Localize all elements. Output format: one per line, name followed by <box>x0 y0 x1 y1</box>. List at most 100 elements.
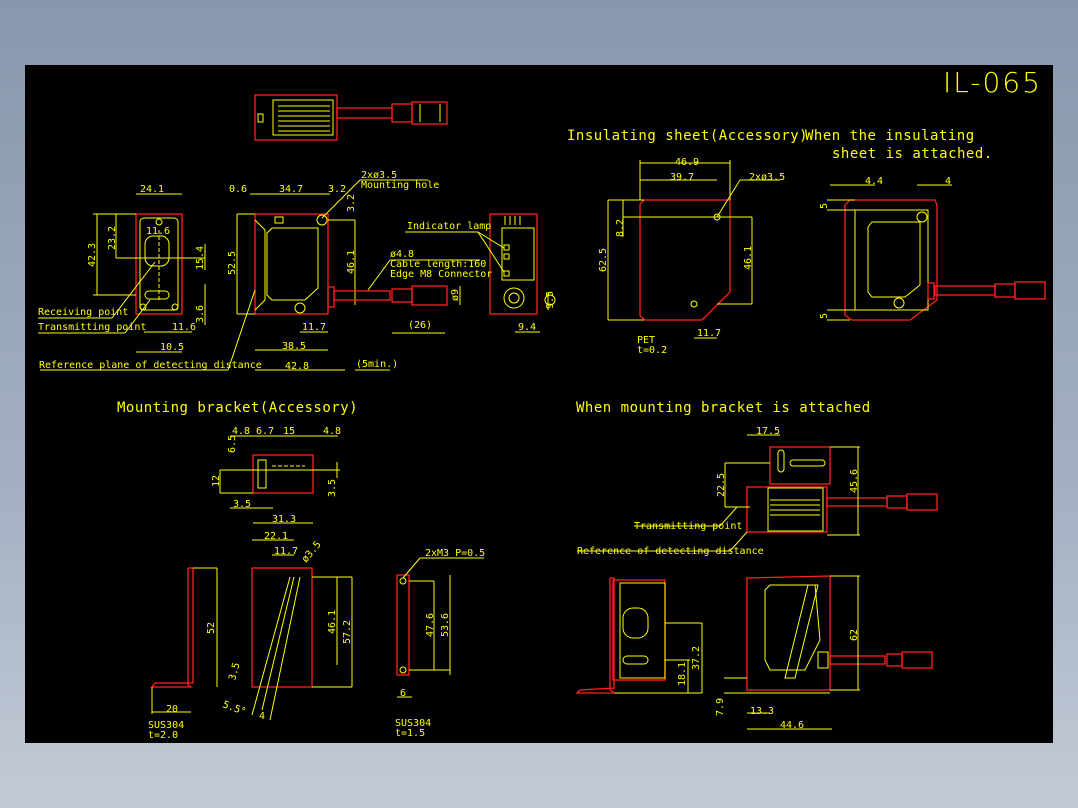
dimension: 11.6 <box>172 322 196 333</box>
dimension: 3.2 <box>328 184 346 195</box>
receiving-point-label: Receiving point <box>38 307 128 318</box>
dimension: 10.5 <box>160 342 184 353</box>
dimension: 11.6 <box>146 226 170 237</box>
cable-diameter: ø4.8 <box>390 249 414 260</box>
bracket-attached-labels: When mounting bracket is attached Transm… <box>576 400 871 731</box>
insulating-sheet-view <box>607 160 780 339</box>
connector-type: Edge M8 Connector <box>390 269 492 280</box>
dimension: 22.1 <box>264 531 288 542</box>
dimension: 62.5 <box>598 248 609 272</box>
dimension: (5min.) <box>356 359 398 370</box>
dimension: 5 <box>819 313 830 319</box>
thickness-2: t=1.5 <box>395 728 425 739</box>
mounting-bracket-views <box>150 435 484 721</box>
dimension: 8.2 <box>615 219 626 237</box>
thickness: t=0.2 <box>637 345 667 356</box>
dimension: 46.1 <box>346 250 357 274</box>
mounting-hole-label: Mounting hole <box>361 180 439 191</box>
dimension: 15.4 <box>195 246 206 270</box>
dimension: 47.6 <box>425 613 436 637</box>
main-view-labels: 2xø3.5 Mounting hole ø4.8 Cable length:1… <box>38 170 556 372</box>
drawing-area <box>25 65 1053 743</box>
dimension: 57.2 <box>342 620 353 644</box>
bracket-attached-views <box>575 434 938 730</box>
mounting-bracket-title: Mounting bracket(Accessory) <box>117 400 358 416</box>
dimension: 4.4 <box>865 176 883 187</box>
dimension: 37.2 <box>691 646 702 670</box>
dimension: 5 <box>819 203 830 209</box>
dimension: 42.8 <box>285 361 309 372</box>
dimension: 15 <box>283 426 295 437</box>
dimension: 17.5 <box>756 426 780 437</box>
dimension: 20 <box>166 704 178 715</box>
dimension: 34.7 <box>279 184 303 195</box>
dimension: ø9 <box>450 289 461 301</box>
dimension: 11.7 <box>274 546 298 557</box>
dimension: 62 <box>849 629 860 641</box>
dimension: 3.5 <box>233 499 251 510</box>
dimension: 39.7 <box>670 172 694 183</box>
sheet-attached-view <box>827 184 1046 321</box>
dimension: (26) <box>408 320 432 331</box>
dimension: 9.5 <box>545 291 556 309</box>
sheet-attached-title-1: When the insulating <box>805 128 975 144</box>
dimension: 46.1 <box>327 610 338 634</box>
dimension: 53.6 <box>440 613 451 637</box>
sensor-main-view <box>40 179 480 371</box>
dimension: 0.6 <box>229 184 247 195</box>
sensor-top-view <box>254 94 448 141</box>
transmitting-point-label: Transmitting point <box>38 322 146 333</box>
dimension: 6.5 <box>227 435 238 453</box>
dimension: 31.3 <box>272 514 296 525</box>
sensor-lens-view <box>38 193 206 353</box>
reference-plane-label: Reference plane of detecting distance <box>39 360 262 371</box>
dimension: 3.5 <box>227 661 242 681</box>
reference-label: Reference of detecting distance <box>577 546 764 557</box>
dimension: 44.6 <box>780 720 804 731</box>
dimension: 4 <box>945 176 951 187</box>
dimension: 6.7 <box>256 426 274 437</box>
dimension: 4.8 <box>232 426 250 437</box>
dimension: 4.8 <box>323 426 341 437</box>
insulating-sheet-labels: Insulating sheet(Accessory) 2xø3.5 PET t… <box>567 128 808 356</box>
dimension: 52.5 <box>227 251 238 275</box>
material: PET <box>637 335 655 346</box>
thread-spec: 2xM3 P=0.5 <box>425 548 485 559</box>
cable-length: Cable length:160 <box>390 259 486 270</box>
dimension: 6 <box>400 688 406 699</box>
dimension: 46.9 <box>675 157 699 168</box>
sensor-rear-view <box>477 213 556 333</box>
sheet-attached-labels: When the insulating sheet is attached. 4… <box>805 128 993 319</box>
dimension: 52 <box>206 622 217 634</box>
dimension: 24.1 <box>140 184 164 195</box>
insulating-sheet-title: Insulating sheet(Accessory) <box>567 128 808 144</box>
bracket-attached-title: When mounting bracket is attached <box>576 400 871 416</box>
dimension: 11.7 <box>302 322 326 333</box>
dimension: 45.6 <box>849 469 860 493</box>
indicator-lamp-label: Indicator lamp <box>407 221 491 232</box>
dimension: 11.7 <box>697 328 721 339</box>
dimension: 22.5 <box>716 473 727 497</box>
dimension: 18.1 <box>677 662 688 686</box>
dimension: 13.3 <box>750 706 774 717</box>
dimension: 7.9 <box>715 698 726 716</box>
mounting-hole-spec: 2xø3.5 <box>361 170 397 181</box>
dimension: 4 <box>259 711 265 722</box>
drawing-title: IL-065 <box>943 66 1042 99</box>
dimension: 38.5 <box>282 341 306 352</box>
dimension: 12 <box>211 475 222 487</box>
material-2: SUS304 <box>395 718 431 729</box>
dimension: 3.5 <box>327 479 338 497</box>
dimension: 42.3 <box>87 243 98 267</box>
dimension: 9.4 <box>518 322 536 333</box>
dimension: 3.6 <box>195 305 206 323</box>
sheet-attached-title-2: sheet is attached. <box>832 146 993 162</box>
thickness-1: t=2.0 <box>148 730 178 741</box>
dimension: 23.2 <box>107 226 118 250</box>
transmitting-point-label: Transmitting point <box>634 521 742 532</box>
dimension: 3.2 <box>346 194 357 212</box>
dimension: 46.1 <box>743 246 754 270</box>
hole-spec: 2xø3.5 <box>749 172 785 183</box>
material-1: SUS304 <box>148 720 184 731</box>
